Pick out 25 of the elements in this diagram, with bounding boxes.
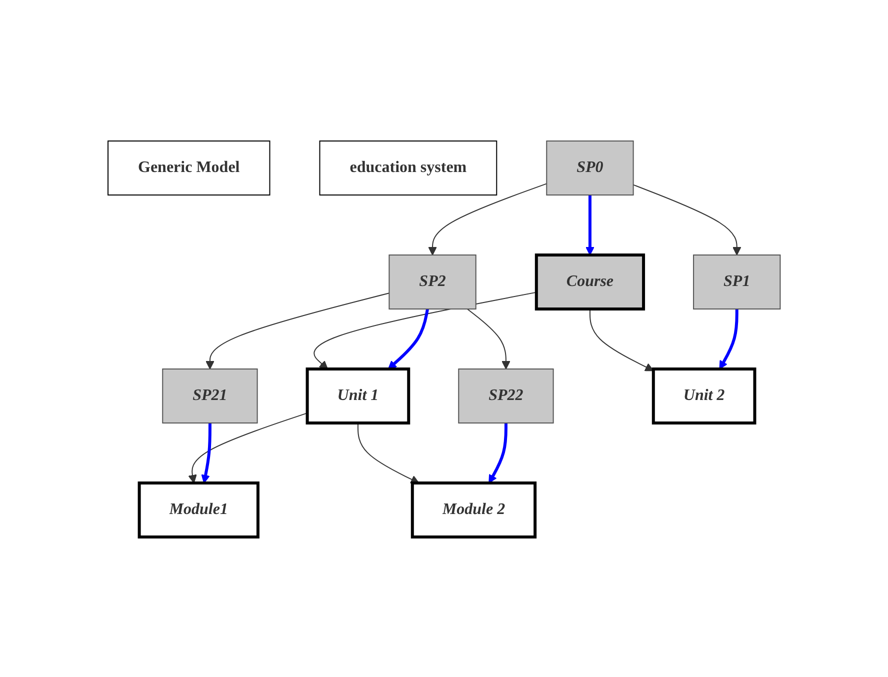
arrow [357,422,420,483]
arrow [388,308,429,369]
arrow [589,308,654,371]
node-box: SP21 [162,368,258,423]
node-box: education system [319,140,498,195]
node-box: Unit 1 [306,367,410,424]
node-box: SP22 [458,368,554,423]
node-box: Module1 [138,480,260,538]
arrow [314,291,537,369]
node-box: SP1 [692,254,781,309]
arrow [201,422,212,483]
node-box: Course [534,253,645,310]
arrow [632,184,742,255]
arrow [488,422,508,483]
node-box: Generic Model [107,140,270,195]
arrow [466,308,510,369]
node-box: Module 2 [410,480,536,538]
node-box: SP0 [546,140,634,195]
arrow [428,182,548,255]
node-box: Unit 2 [652,367,756,424]
arrow [719,308,738,369]
arrow [205,292,390,369]
arrow [585,194,594,255]
arrow [188,412,308,483]
node-box: SP2 [388,254,476,309]
